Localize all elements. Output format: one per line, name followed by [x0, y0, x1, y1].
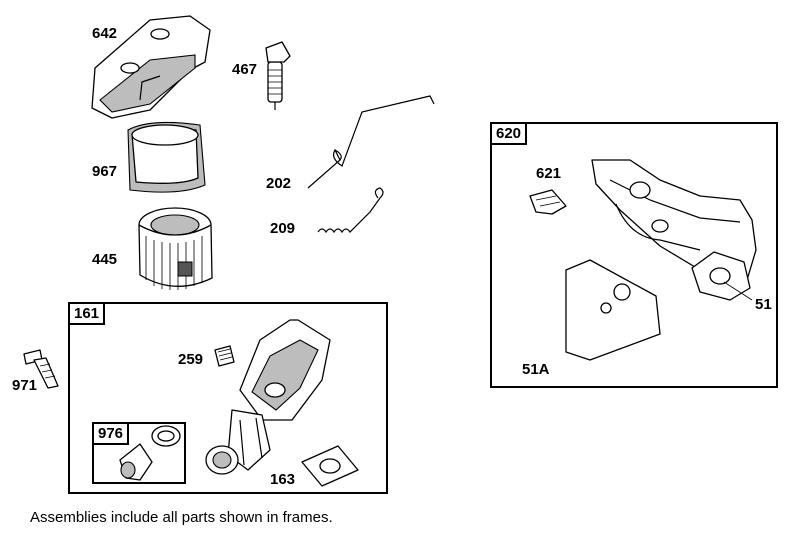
callout-467: 467: [232, 61, 258, 78]
governor-link-202: [307, 95, 435, 189]
callout-209: 209: [270, 220, 296, 237]
gasket-51: [691, 251, 751, 301]
primer-976: [119, 425, 181, 481]
callout-642: 642: [92, 25, 118, 42]
callout-971: 971: [12, 377, 38, 394]
frame-tag-620: 620: [490, 122, 528, 145]
air-cleaner-cover-642: [91, 15, 211, 119]
frame-tag-161: 161: [68, 302, 106, 325]
leader-lines: [723, 281, 753, 301]
carburetor-body-161: [205, 319, 331, 475]
callout-621: 621: [536, 165, 562, 182]
frame-tag-976: 976: [92, 422, 130, 445]
callout-163: 163: [270, 471, 296, 488]
callout-202: 202: [266, 175, 292, 192]
pre-cleaner-967: [127, 121, 206, 193]
callout-51: 51: [755, 296, 772, 313]
gasket-163: [301, 445, 359, 487]
callout-259: 259: [178, 351, 204, 368]
frame-976: [92, 422, 186, 484]
heat-shield-51a: [565, 259, 661, 361]
callout-51a: 51A: [522, 361, 550, 378]
frame-161: [68, 302, 388, 494]
callout-967: 967: [92, 163, 118, 180]
clip-621: [529, 189, 567, 215]
frame-620: [490, 122, 778, 388]
assemblies-footnote: Assemblies include all parts shown in fr…: [30, 509, 333, 526]
callout-445: 445: [92, 251, 118, 268]
clip-259: [214, 345, 235, 367]
knob-stud-467: [265, 41, 291, 110]
governor-spring-209: [317, 187, 384, 234]
bolt-971: [23, 349, 59, 389]
air-filter-445: [138, 207, 213, 290]
